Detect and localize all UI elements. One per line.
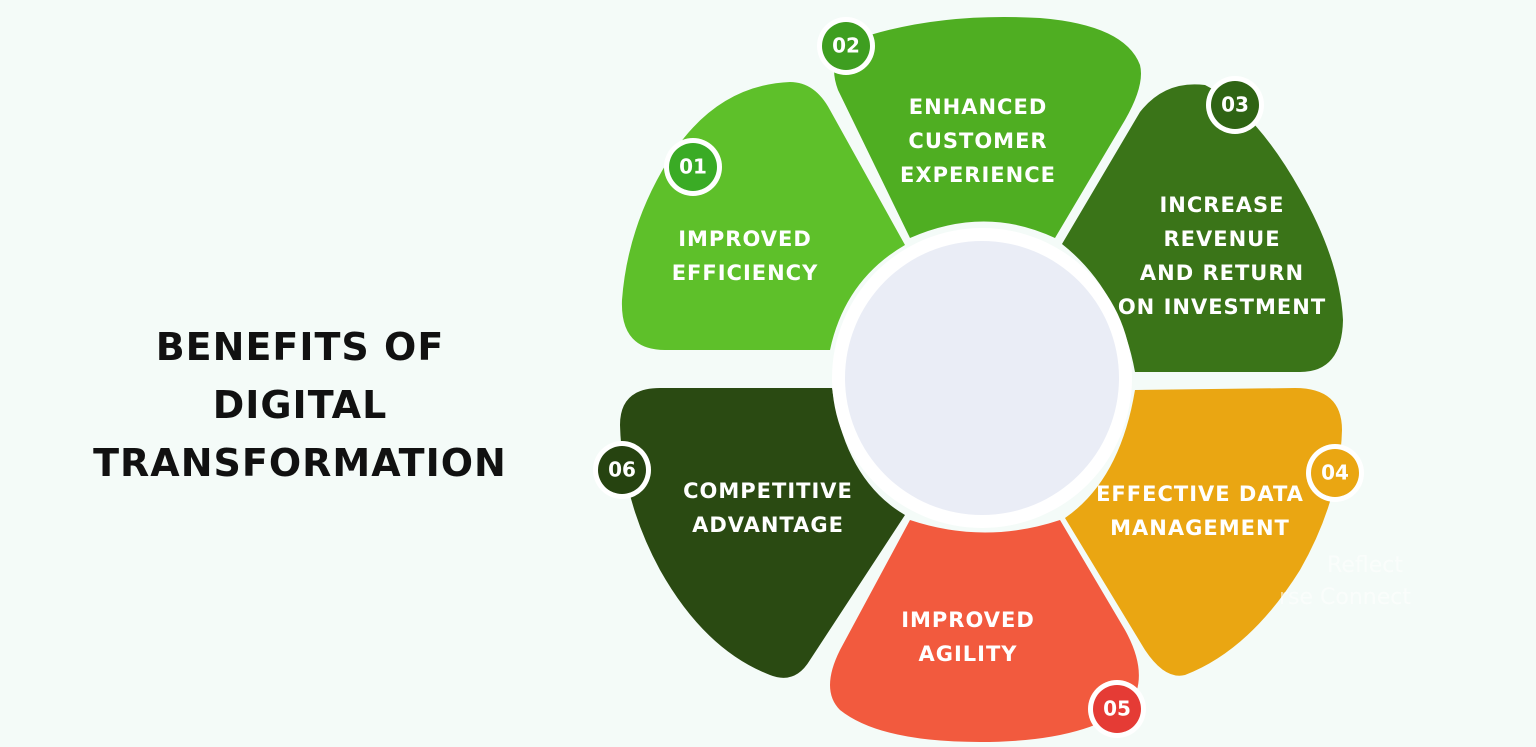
number-badge-06: 06 — [593, 441, 651, 499]
number-badge-05: 05 — [1088, 680, 1146, 738]
segment-label-03-line-2: REVENUE — [1163, 227, 1280, 251]
segment-label-05-line-2: AGILITY — [918, 642, 1017, 666]
segment-01: IMPROVED EFFICIENCY 01 — [621, 82, 905, 350]
badge-number-02: 02 — [832, 34, 860, 58]
segment-shape-06 — [620, 388, 905, 678]
badge-fill — [1093, 685, 1141, 733]
badge-number-04: 04 — [1321, 461, 1349, 485]
segment-label-03-line-4: ON INVESTMENT — [1118, 295, 1326, 319]
segment-05: IMPROVED AGILITY 05 — [830, 520, 1146, 742]
segment-label-01-line-2: EFFICIENCY — [672, 261, 819, 285]
segment-label-02-line-3: EXPERIENCE — [900, 163, 1056, 187]
badge-fill — [1311, 449, 1359, 497]
center-circle — [845, 241, 1119, 515]
segment-label-02-line-2: CUSTOMER — [908, 129, 1047, 153]
badge-fill — [669, 143, 717, 191]
badge-number-01: 01 — [679, 155, 707, 179]
segment-label-01-line-1: IMPROVED — [678, 227, 812, 251]
watermark-text-line-1: Reflect — [1327, 553, 1403, 578]
badge-number-06: 06 — [608, 458, 636, 482]
segment-shape-02 — [834, 16, 1141, 238]
watermark-text-line-2: rse Connect — [1279, 585, 1411, 610]
badge-number-05: 05 — [1103, 697, 1131, 721]
title-line-3: TRANSFORMATION — [93, 441, 507, 485]
title-line-2: DIGITAL — [212, 383, 388, 427]
segment-shape-03 — [1062, 84, 1343, 372]
segment-04: EFFECTIVE DATA MANAGEMENT 04 — [1065, 388, 1364, 676]
number-badge-02: 02 — [817, 17, 875, 75]
infographic-title: BENEFITS OF DIGITAL TRANSFORMATION — [80, 318, 520, 492]
number-badge-01: 01 — [664, 138, 722, 196]
segment-shape-04 — [1065, 388, 1342, 676]
segment-02: ENHANCED CUSTOMER EXPERIENCE 02 — [817, 16, 1141, 238]
segment-06: COMPETITIVE ADVANTAGE 06 — [593, 388, 905, 678]
segment-label-04-line-2: MANAGEMENT — [1110, 516, 1290, 540]
segment-label-06-line-1: COMPETITIVE — [683, 479, 853, 503]
badge-fill — [1211, 81, 1259, 129]
segment-label-03-line-3: AND RETURN — [1140, 261, 1304, 285]
segment-label-05-line-1: IMPROVED — [901, 608, 1035, 632]
number-badge-03: 03 — [1206, 76, 1264, 134]
segment-label-03-line-1: INCREASE — [1159, 193, 1284, 217]
badge-number-03: 03 — [1221, 93, 1249, 117]
segment-label-04-line-1: EFFECTIVE DATA — [1096, 482, 1304, 506]
badge-fill — [598, 446, 646, 494]
badge-fill — [822, 22, 870, 70]
number-badge-04: 04 — [1306, 444, 1364, 502]
segment-shape-05 — [830, 520, 1139, 742]
title-line-1: BENEFITS OF — [155, 325, 445, 369]
segment-label-06-line-2: ADVANTAGE — [692, 513, 844, 537]
segment-label-02-line-1: ENHANCED — [909, 95, 1048, 119]
segment-03: INCREASE REVENUE AND RETURN ON INVESTMENT 03 — [1062, 76, 1343, 372]
